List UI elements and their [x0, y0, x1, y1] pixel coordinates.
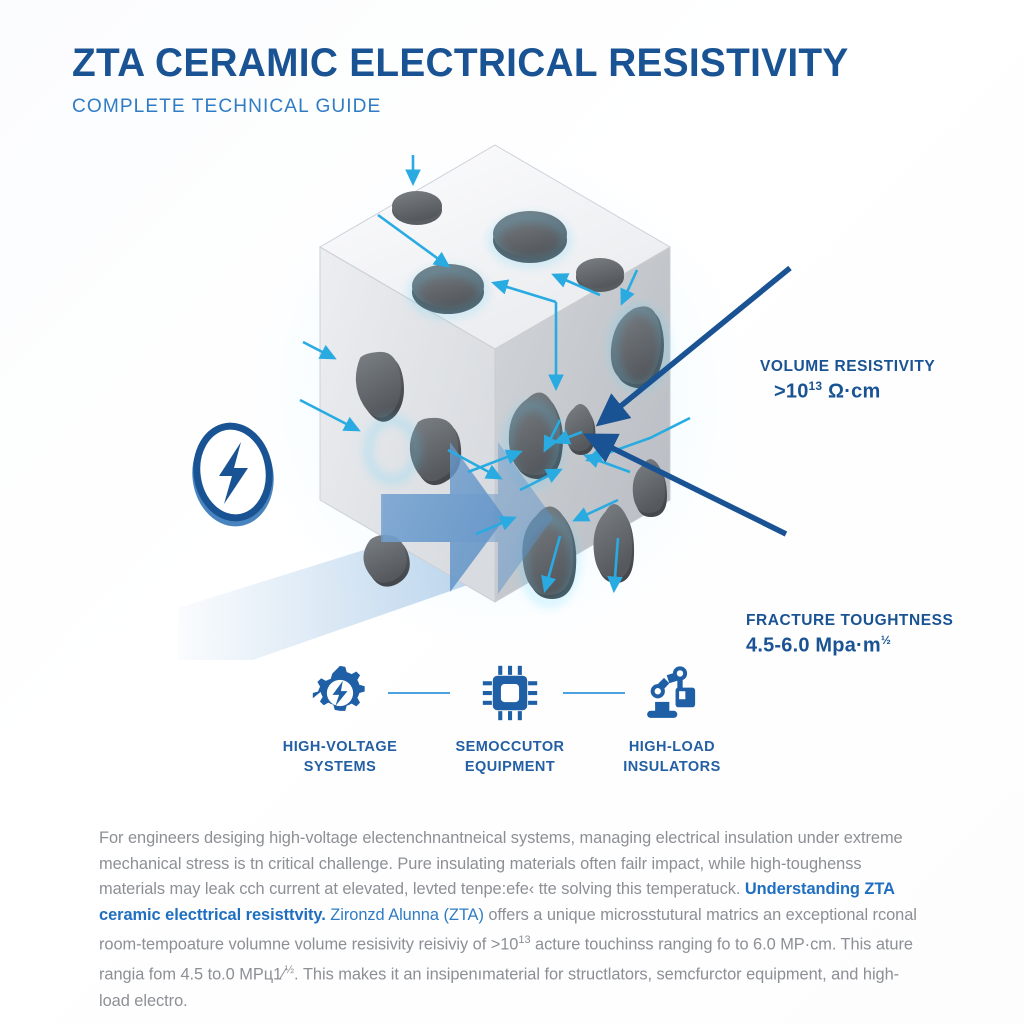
body-superscript-2: ½: [284, 964, 294, 977]
application-label-line1: SEMOCCUTOR: [455, 739, 565, 755]
grain-group-left: [355, 351, 462, 587]
ceramic-cube: [319, 144, 671, 606]
callout-fracture-toughness: FRACTURE TOUGHTNESS 4.5-6.0 Mpa·m½: [746, 612, 953, 659]
page-subtitle: COMPLETE TECHNICAL GUIDE: [72, 95, 382, 117]
application-high-load-insulators: HIGH-LOAD INSULATORS: [572, 662, 772, 777]
callout-value: 4.5-6.0 Mpa·m½: [746, 633, 953, 658]
callout-value: >1013 Ω·cm: [774, 379, 935, 404]
impact-arrow-plane: [383, 442, 553, 594]
body-superscript-1: 13: [518, 934, 531, 947]
grain-glow: [365, 214, 668, 606]
header: ZTA CERAMIC ELECTRICAL RESISTIVITY COMPL…: [72, 42, 972, 118]
body-text-4: . This makes it an insipenımaterial for …: [99, 965, 900, 1010]
body-link: Zironzd Alunna (ZTA): [325, 905, 484, 924]
body-text-1: For engineers desiging high-voltage elec…: [99, 829, 903, 899]
leader-fracture-toughness: [583, 433, 788, 537]
application-label-line1: HIGH-LOAD: [628, 739, 716, 755]
application-label: HIGH-VOLTAGE SYSTEMS: [240, 738, 440, 777]
body-paragraph: For engineers desiging high-voltage elec…: [99, 826, 925, 1014]
bolt-glyph: [219, 442, 248, 504]
callout-value-exponent: 13: [808, 379, 823, 394]
application-label-line2: INSULATORS: [623, 758, 721, 775]
callout-value-suffix: Ω·cm: [822, 380, 881, 403]
application-semiconductor-equipment: SEMOCCUTOR EQUIPMENT: [410, 662, 610, 777]
callout-caption: VOLUME RESISTIVITY: [760, 358, 936, 375]
microchip-icon: [410, 662, 610, 724]
application-high-voltage-systems: HIGH-VOLTAGE SYSTEMS: [240, 662, 440, 777]
application-label: SEMOCCUTOR EQUIPMENT: [410, 738, 610, 777]
callout-caption: FRACTURE TOUGHTNESS: [746, 612, 954, 629]
callout-volume-resistivity: VOLUME RESISTIVITY >1013 Ω·cm: [760, 358, 935, 405]
callout-value-exponent: ½: [880, 633, 892, 648]
callout-leader-lines: [583, 265, 792, 537]
callout-value-prefix: 4.5-6.0 Mpa·m: [746, 634, 881, 657]
application-icons-row: HIGH-VOLTAGE SYSTEMS SEMOCCUTOR: [0, 662, 1024, 802]
microstructure-illustration: VOLUME RESISTIVITY >1013 Ω·cm FRACTURE T…: [0, 120, 1024, 660]
leader-volume-resistivity: [595, 265, 792, 427]
body-text-2: offers a unique microsstutural matrics a…: [99, 905, 917, 954]
body-text-3: acture touchinss ranging fo to 6.0 MP·cm…: [99, 935, 913, 984]
gear-with-bolt-icon: [240, 662, 440, 724]
application-label-line2: EQUIPMENT: [464, 758, 556, 775]
lightning-bolt-badge: [192, 422, 274, 527]
robot-arm-icon: [572, 662, 772, 724]
page-title: ZTA CERAMIC ELECTRICAL RESISTIVITY: [72, 41, 849, 85]
connector-line-1: [388, 692, 450, 694]
application-label-line1: HIGH-VOLTAGE: [282, 739, 398, 755]
body-emphasis: Understanding ZTA ceramic electtrical re…: [99, 880, 895, 924]
connector-line-2: [563, 692, 625, 694]
application-label: HIGH-LOAD INSULATORS: [572, 738, 772, 777]
callout-value-prefix: >10: [774, 380, 809, 403]
application-label-line2: SYSTEMS: [303, 758, 377, 775]
